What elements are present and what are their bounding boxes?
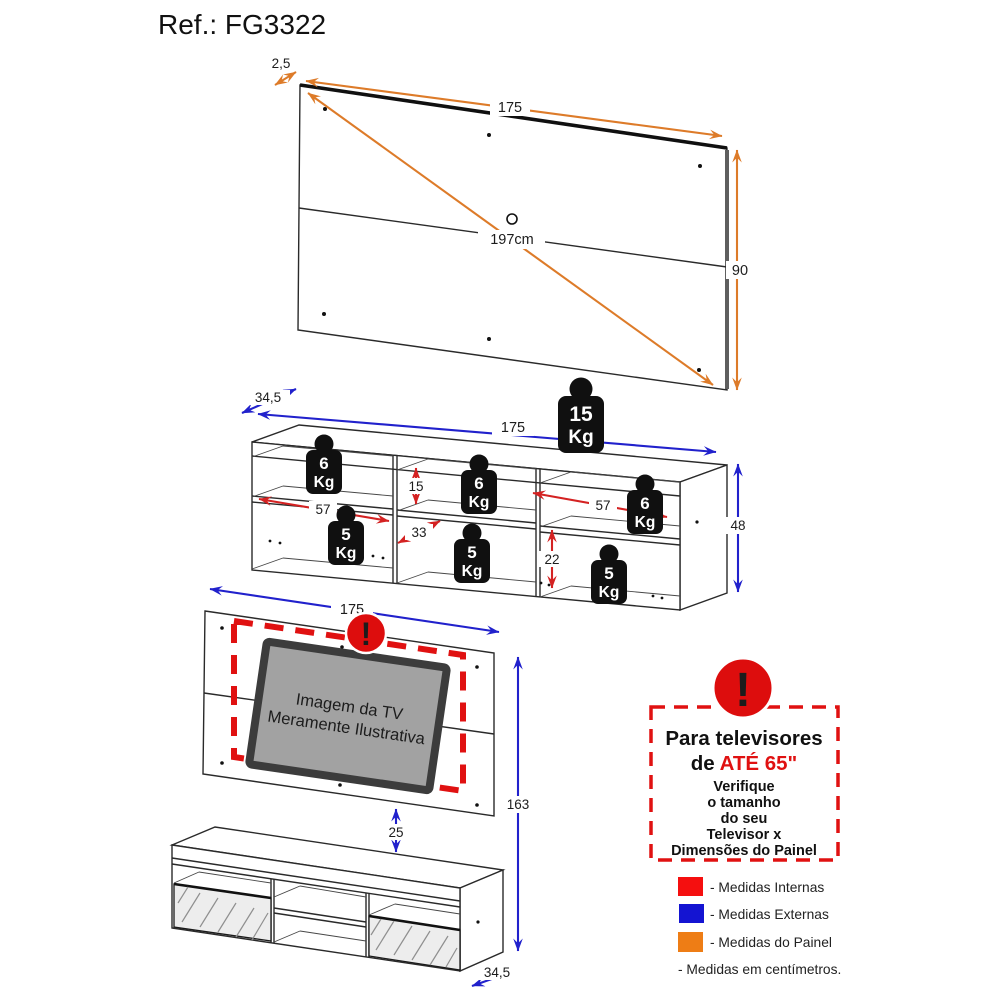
alert-circle: [344, 611, 388, 655]
middle-rack-diagram: 34,5 175 48 57 15 33: [241, 377, 751, 611]
weight-6-value: 6: [474, 474, 483, 493]
rack-depth-arrow: 34,5: [241, 388, 297, 414]
weight-icon-5kg-middle: 5 Kg: [454, 523, 490, 583]
weight-icon-6kg-left: 6 Kg: [306, 434, 342, 494]
legend-label-painel: - Medidas do Painel: [710, 935, 832, 950]
legend-note-centimeters: - Medidas em centímetros.: [678, 962, 841, 977]
warning-body-line5: Dimensões do Painel: [671, 843, 817, 859]
rack-right-face: [679, 464, 728, 611]
internal-middle-width-arrow: 33: [397, 520, 441, 544]
weight-5-unit: Kg: [462, 563, 483, 580]
legend-label-internas: - Medidas Internas: [710, 880, 824, 895]
rack-height-arrow: 48: [726, 463, 751, 593]
weight-5-unit: Kg: [336, 545, 357, 562]
combined-assembly-diagram: 175 Imagem da TV Meramente Ilustrativa !…: [169, 586, 535, 987]
legend-label-externas: - Medidas Externas: [710, 907, 829, 922]
panel-height-arrow: 90: [726, 149, 753, 391]
panel-rack-gap-label: 25: [388, 825, 403, 840]
warning-title-line2: de ATÉ 65": [691, 752, 798, 775]
rack-depth-label: 34,5: [255, 390, 281, 405]
rack-width-label: 175: [501, 420, 525, 436]
internal-right-width-label: 57: [595, 498, 610, 513]
weight-5-value: 5: [467, 543, 476, 562]
internal-left-width-label: 57: [315, 502, 330, 517]
cable-hole: [506, 213, 518, 225]
exclamation-mark: !: [361, 616, 372, 652]
weight-15-value: 15: [569, 403, 593, 426]
internal-top-height-label: 15: [408, 479, 423, 494]
assembly-depth-label: 34,5: [484, 965, 510, 980]
warning-tv-size: ATÉ 65": [720, 752, 798, 775]
legend: - Medidas Internas - Medidas Externas - …: [678, 877, 841, 977]
rack-width-arrow: 175: [257, 410, 717, 456]
warning-box: ! Para televisores de ATÉ 65" Verifique …: [649, 656, 840, 862]
weight-icon-15kg: 15 Kg: [558, 377, 604, 453]
top-panel-diagram: 2,5 175 90 197cm: [272, 56, 753, 391]
panel-rack-gap-arrow: 25: [383, 808, 410, 853]
internal-bottom-height-label: 22: [544, 552, 559, 567]
weight-icon-6kg-middle: 6 Kg: [461, 454, 497, 514]
weight-6-unit: Kg: [314, 474, 335, 491]
legend-swatch-externas: [679, 904, 704, 923]
weight-6-unit: Kg: [469, 494, 490, 511]
weight-5-value: 5: [604, 564, 613, 583]
panel-thickness-label: 2,5: [272, 56, 291, 71]
panel-diagonal-label: 197cm: [490, 232, 534, 248]
panel-thickness-arrow: 2,5: [272, 56, 297, 86]
assembly-rack-right-face: [459, 868, 504, 973]
weight-6-value: 6: [319, 454, 328, 473]
assembly-rack: [169, 826, 506, 973]
warning-body-line4: Televisor x: [707, 827, 782, 843]
assembly-depth-arrow: 34,5: [471, 965, 520, 987]
internal-bottom-height-arrow: 22: [538, 529, 566, 589]
internal-left-width-arrow: 57: [258, 496, 390, 524]
internal-middle-width-label: 33: [411, 525, 426, 540]
rack-side-hole: [476, 920, 480, 924]
rack-height-label: 48: [730, 518, 745, 533]
assembly-height-arrow: 163: [501, 656, 535, 952]
weight-5-unit: Kg: [599, 584, 620, 601]
weight-icon-5kg-right: 5 Kg: [591, 544, 627, 604]
glass-door-right: [368, 914, 461, 971]
alert-icon-large: [711, 656, 775, 720]
legend-swatch-internas: [678, 877, 703, 896]
warning-title-line1: Para televisores: [665, 727, 822, 750]
weight-icon-6kg-right: 6 Kg: [627, 474, 663, 534]
assembly-height-label: 163: [507, 797, 530, 812]
panel-width-label: 175: [498, 100, 522, 116]
weight-6-unit: Kg: [635, 514, 656, 531]
exclamation-mark: !: [735, 664, 751, 717]
legend-swatch-painel: [678, 932, 703, 952]
warning-de: de: [691, 752, 720, 775]
tv-illustration: Imagem da TV Meramente Ilustrativa: [245, 637, 451, 795]
warning-body-line3: do seu: [721, 811, 768, 827]
warning-body-line1: Verifique: [713, 779, 774, 795]
weight-15-unit: Kg: [568, 427, 593, 448]
warning-body-line2: o tamanho: [707, 795, 780, 811]
page-title: Ref.: FG3322: [158, 9, 326, 40]
weight-6-value: 6: [640, 494, 649, 513]
panel-diagonal-arrow: 197cm: [307, 92, 714, 386]
tv-screen: [245, 637, 451, 795]
panel-height-label: 90: [732, 263, 748, 279]
weight-icon-5kg-left: 5 Kg: [328, 505, 364, 565]
alert-icon-small: !: [344, 611, 388, 655]
internal-top-height-arrow: 15: [403, 467, 430, 505]
glass-door-left: [173, 882, 272, 942]
weight-5-value: 5: [341, 525, 350, 544]
